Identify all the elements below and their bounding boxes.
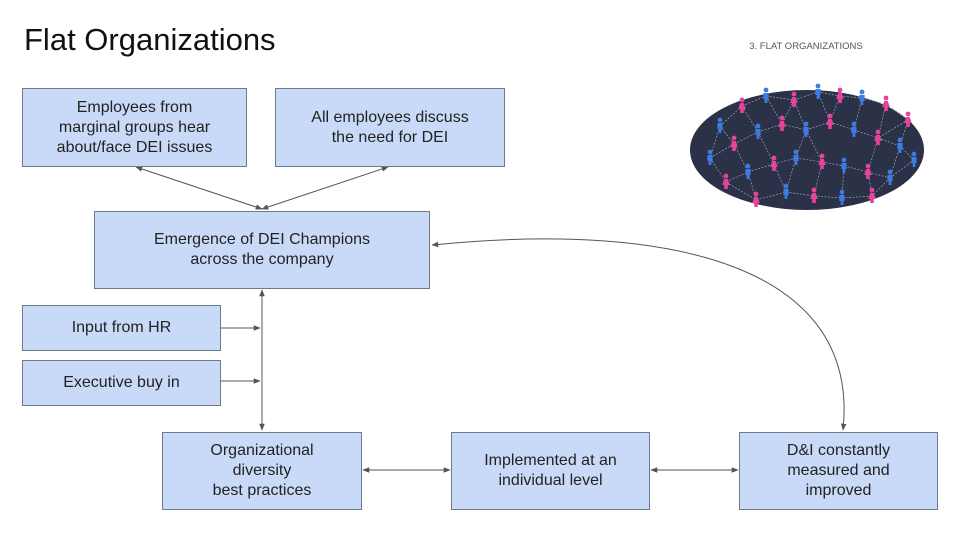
person-blue-icon	[815, 83, 821, 99]
person-blue-icon	[763, 87, 769, 103]
person-pink-icon	[826, 113, 834, 129]
node-employees-marginal: Employees from marginal groups hear abou…	[22, 88, 247, 167]
network-link	[889, 159, 915, 179]
person-pink-icon	[868, 187, 876, 203]
person-pink-icon	[882, 95, 890, 111]
node-executive-buy-in: Executive buy in	[22, 360, 221, 406]
person-blue-icon	[717, 117, 723, 133]
person-pink-icon	[904, 111, 912, 127]
node-individual-level: Implemented at an individual level	[451, 432, 650, 510]
person-blue-icon	[911, 151, 917, 167]
network-link	[829, 121, 855, 131]
illustration-label: 3. FLAT ORGANIZATIONS	[749, 41, 863, 52]
network-link	[839, 95, 863, 99]
network-link	[725, 181, 757, 201]
person-pink-icon	[790, 91, 798, 107]
network-link	[785, 191, 815, 197]
network-link	[793, 99, 807, 131]
person-pink-icon	[752, 191, 760, 207]
network-link	[781, 99, 795, 125]
arrow-measured-champions	[431, 238, 847, 431]
network-backdrop	[690, 90, 924, 210]
person-pink-icon	[738, 97, 746, 113]
person-blue-icon	[859, 89, 865, 105]
network-link	[747, 163, 775, 173]
person-blue-icon	[839, 189, 845, 205]
person-pink-icon	[874, 129, 882, 145]
network-link	[813, 195, 843, 199]
arrow-discuss-champions	[261, 166, 389, 210]
person-blue-icon	[897, 137, 903, 153]
network-link	[877, 119, 909, 139]
network-link	[709, 157, 727, 183]
network-link	[755, 191, 787, 201]
network-link	[843, 165, 869, 173]
network-link	[741, 105, 759, 133]
person-pink-icon	[818, 153, 826, 169]
person-blue-icon	[887, 169, 893, 185]
person-blue-icon	[755, 123, 761, 139]
network-link	[793, 91, 819, 101]
network-link	[817, 91, 841, 97]
node-di-measured: D&I constantly measured and improved	[739, 432, 938, 510]
network-link	[877, 137, 901, 147]
node-dei-champions: Emergence of DEI Champions across the co…	[94, 211, 430, 289]
person-pink-icon	[778, 115, 786, 131]
person-pink-icon	[836, 87, 844, 103]
arrow-marginal-champions	[135, 166, 263, 210]
network-link	[817, 91, 831, 123]
network-link	[841, 195, 873, 199]
person-pink-icon	[722, 173, 730, 189]
node-org-diversity-practices: Organizational diversity best practices	[162, 432, 362, 510]
person-blue-icon	[803, 121, 809, 137]
network-link	[765, 95, 795, 101]
person-blue-icon	[707, 149, 713, 165]
network-link	[861, 97, 887, 105]
slide-title: Flat Organizations	[24, 22, 276, 57]
person-blue-icon	[783, 183, 789, 199]
network-link	[765, 95, 783, 125]
network-link	[757, 123, 783, 133]
person-pink-icon	[770, 155, 778, 171]
network-link	[719, 105, 743, 127]
person-blue-icon	[851, 121, 857, 137]
node-all-employees-discuss: All employees discuss the need for DEI	[275, 88, 505, 167]
person-blue-icon	[745, 163, 751, 179]
person-blue-icon	[793, 149, 799, 165]
network-link	[871, 177, 891, 197]
network-link	[853, 129, 879, 139]
network-link	[781, 123, 807, 131]
network-link	[725, 171, 749, 183]
network-link	[733, 143, 749, 173]
network-people	[707, 83, 917, 207]
network-link	[795, 157, 823, 163]
network-link	[741, 95, 767, 107]
network-link	[867, 171, 891, 179]
network-link	[757, 131, 775, 165]
network-link	[773, 163, 787, 193]
flat-organization-network-illustration: 3. FLAT ORGANIZATIONS	[690, 41, 924, 210]
network-link	[805, 129, 823, 163]
person-blue-icon	[841, 157, 847, 173]
network-link	[821, 161, 845, 167]
person-pink-icon	[810, 187, 818, 203]
network-link	[773, 157, 797, 165]
network-link	[805, 121, 831, 131]
node-input-from-hr: Input from HR	[22, 305, 221, 351]
network-link	[709, 143, 735, 159]
person-pink-icon	[864, 163, 872, 179]
person-pink-icon	[730, 135, 738, 151]
network-link	[733, 131, 759, 145]
